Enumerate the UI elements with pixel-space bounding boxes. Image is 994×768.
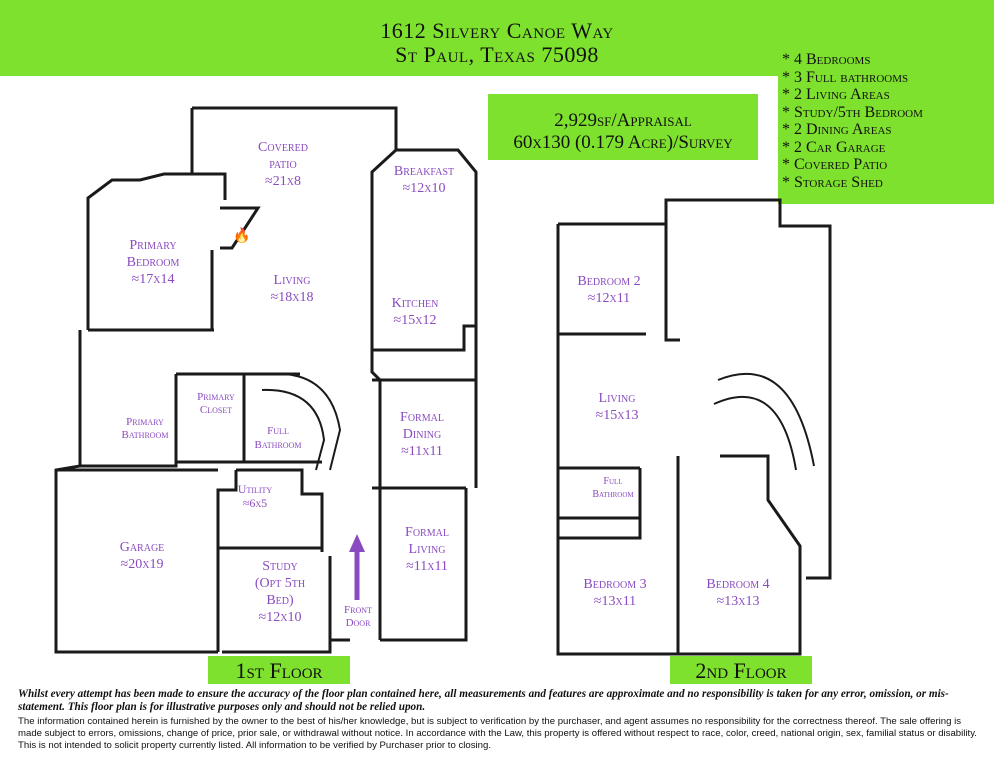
feature-item: * Storage Shed (782, 173, 883, 191)
svg-text:≈13x11: ≈13x11 (594, 594, 636, 609)
svg-text:Dining: Dining (403, 427, 441, 442)
second-floor-label-box: 2nd Floor (670, 656, 812, 684)
feature-item: * Study/5th Bedroom (782, 103, 923, 121)
room-bedroom-4: Bedroom 4 ≈13x13 (706, 577, 769, 609)
svg-text:Bathroom: Bathroom (255, 439, 302, 451)
room-breakfast: Breakfast ≈12x10 (394, 164, 454, 196)
address-line-2: St Paul, Texas 75098 (395, 42, 599, 67)
svg-text:≈15x12: ≈15x12 (394, 313, 437, 328)
svg-text:(Opt 5th: (Opt 5th (255, 576, 305, 591)
room-kitchen: Kitchen ≈15x12 (392, 296, 439, 328)
svg-text:Primary: Primary (129, 238, 176, 253)
svg-text:Breakfast: Breakfast (394, 164, 454, 179)
svg-text:Bedroom 2: Bedroom 2 (577, 274, 640, 289)
room-formal-dining: Formal Dining ≈11x11 (400, 410, 444, 459)
fireplace-flame-icon: 🔥 (233, 227, 250, 244)
lot-size: 60x130 (0.179 Acre)/Survey (513, 132, 733, 153)
svg-text:Closet: Closet (200, 404, 232, 416)
svg-text:≈20x19: ≈20x19 (121, 557, 164, 572)
svg-text:Primary: Primary (197, 391, 235, 403)
svg-text:≈12x10: ≈12x10 (403, 181, 446, 196)
feature-item: * 2 Dining Areas (782, 121, 892, 138)
first-floor-stair (261, 372, 342, 471)
svg-text:≈21x8: ≈21x8 (265, 174, 301, 189)
room-primary-closet: Primary Closet (197, 391, 235, 416)
room-utility: Utility ≈6x5 (238, 482, 273, 510)
room-primary-bedroom: Primary Bedroom ≈17x14 (127, 238, 180, 287)
svg-text:≈6x5: ≈6x5 (243, 496, 267, 510)
room-living: Living ≈18x18 (271, 273, 314, 305)
svg-text:Primary: Primary (126, 416, 164, 428)
svg-text:Full: Full (603, 476, 622, 487)
svg-text:Covered: Covered (258, 140, 308, 155)
feature-item: * 2 Living Areas (782, 86, 890, 103)
summary-box: 2,929sf/Appraisal 60x130 (0.179 Acre)/Su… (488, 94, 758, 160)
svg-text:Formal: Formal (405, 525, 449, 540)
svg-text:Bedroom 3: Bedroom 3 (583, 577, 646, 592)
svg-text:≈18x18: ≈18x18 (271, 290, 314, 305)
second-floor-stair (713, 372, 815, 471)
room-full-bathroom: Full Bathroom (255, 425, 302, 451)
svg-text:≈13x13: ≈13x13 (717, 594, 760, 609)
svg-text:Bedroom: Bedroom (127, 255, 180, 270)
sqft-appraisal: 2,929sf/Appraisal (554, 110, 692, 131)
svg-text:Door: Door (346, 617, 371, 629)
first-floor-walls (54, 106, 478, 654)
disclaimer-bold: Whilst every attempt has been made to en… (18, 688, 949, 713)
svg-text:Bathroom: Bathroom (592, 489, 634, 500)
front-door-arrow-icon (349, 534, 365, 600)
svg-text:≈12x11: ≈12x11 (588, 291, 630, 306)
svg-text:Kitchen: Kitchen (392, 296, 439, 311)
svg-text:Full: Full (267, 425, 289, 437)
svg-text:Living: Living (409, 542, 446, 557)
room-primary-bathroom: Primary Bathroom (122, 416, 169, 441)
svg-text:Living: Living (599, 391, 636, 406)
room-study: Study (Opt 5th Bed) ≈12x10 (255, 559, 305, 625)
svg-text:Bathroom: Bathroom (122, 429, 169, 441)
svg-text:≈17x14: ≈17x14 (132, 272, 175, 287)
room-garage: Garage ≈20x19 (120, 540, 165, 572)
second-floor-walls (556, 198, 832, 656)
room-front-door: Front Door (344, 604, 372, 629)
feature-item: * 4 Bedrooms (782, 51, 871, 68)
second-floor-label: 2nd Floor (695, 658, 787, 683)
svg-text:≈11x11: ≈11x11 (401, 444, 443, 459)
svg-text:Garage: Garage (120, 540, 165, 555)
svg-text:Study: Study (262, 559, 298, 574)
svg-text:patio: patio (269, 157, 296, 172)
svg-text:≈12x10: ≈12x10 (259, 610, 302, 625)
svg-text:≈15x13: ≈15x13 (596, 408, 639, 423)
svg-text:Front: Front (344, 604, 372, 616)
room-full-bathroom-upstairs: Full Bathroom (592, 476, 634, 500)
feature-item: * Covered Patio (782, 156, 888, 173)
features-box: * 4 Bedrooms * 3 Full bathrooms * 2 Livi… (778, 50, 994, 204)
room-bedroom-2: Bedroom 2 ≈12x11 (577, 274, 640, 306)
svg-text:Bed): Bed) (266, 593, 294, 608)
room-covered-patio: Covered patio ≈21x8 (258, 140, 308, 189)
svg-text:≈11x11: ≈11x11 (406, 559, 448, 574)
room-bedroom-3: Bedroom 3 ≈13x11 (583, 577, 646, 609)
room-living-upstairs: Living ≈15x13 (596, 391, 639, 423)
disclaimer-text: The information contained herein is furn… (18, 716, 977, 751)
address-line-1: 1612 Silvery Canoe Way (380, 18, 614, 43)
first-floor-label-box: 1st Floor (208, 656, 350, 684)
first-floor-label: 1st Floor (235, 658, 323, 683)
svg-text:Bedroom 4: Bedroom 4 (706, 577, 769, 592)
svg-text:Formal: Formal (400, 410, 444, 425)
feature-item: * 2 Car Garage (782, 138, 886, 156)
svg-text:Utility: Utility (238, 482, 273, 496)
svg-text:Living: Living (274, 273, 311, 288)
feature-item: * 3 Full bathrooms (782, 68, 909, 86)
room-formal-living: Formal Living ≈11x11 (405, 525, 449, 574)
